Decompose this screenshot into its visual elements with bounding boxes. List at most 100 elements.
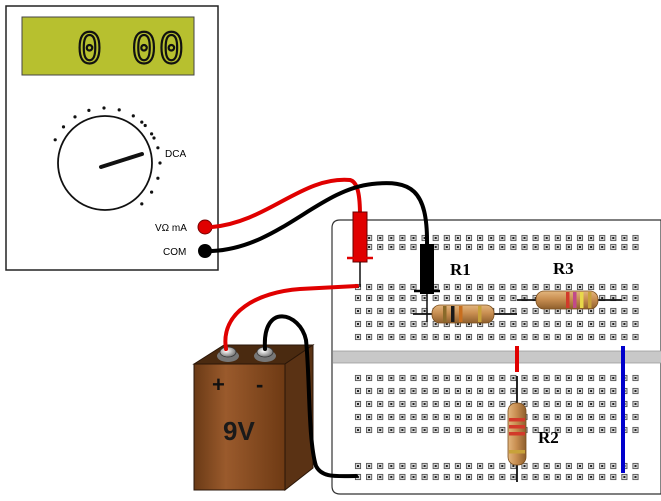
breadboard-hole-center (368, 429, 371, 431)
breadboard-hole-center (601, 286, 604, 288)
breadboard-hole-center (423, 429, 426, 431)
breadboard-hole-center (567, 465, 570, 467)
breadboard-hole-center (534, 429, 537, 431)
breadboard-hole-center (379, 286, 382, 288)
resistor-r2[interactable] (507, 376, 527, 482)
breadboard-hole-center (468, 246, 470, 248)
breadboard-hole-center (523, 336, 526, 338)
breadboard-hole-center (445, 323, 448, 325)
breadboard-hole-center (501, 310, 504, 312)
mode-label-dca: DCA (165, 149, 186, 160)
breadboard-hole-center (434, 246, 437, 248)
resistor-r2-band (509, 432, 525, 436)
breadboard-hole-center (401, 246, 404, 248)
breadboard-hole-center (545, 390, 548, 392)
resistor-r3-band (580, 292, 584, 308)
breadboard-hole-center (601, 377, 604, 379)
breadboard-hole-center (401, 377, 404, 379)
breadboard-hole-center (479, 237, 482, 239)
breadboard-hole-center (567, 416, 570, 418)
breadboard-hole-center (567, 429, 570, 431)
red-probe[interactable] (347, 211, 373, 287)
breadboard-hole-center (523, 403, 526, 405)
breadboard-hole-center (445, 476, 448, 478)
resistor-r1[interactable] (413, 304, 517, 324)
breadboard-hole-center (545, 377, 548, 379)
breadboard-hole-center (479, 416, 482, 418)
breadboard-hole-center (556, 465, 559, 467)
battery-positive-terminal[interactable] (217, 346, 239, 362)
jack-positive[interactable] (197, 219, 213, 235)
breadboard-hole-center (479, 323, 482, 325)
breadboard-hole-center (567, 336, 570, 338)
red-probe-handle (352, 211, 368, 263)
breadboard-hole-center (590, 323, 593, 325)
battery-positive-wire (223, 284, 359, 351)
resistor-r2-band (509, 450, 525, 454)
breadboard-hole-center (456, 323, 459, 325)
breadboard-hole-center (556, 429, 559, 431)
breadboard-hole-center (479, 336, 482, 338)
breadboard-hole-center (412, 237, 415, 239)
breadboard-hole-center (556, 237, 559, 239)
breadboard-hole-center (412, 336, 415, 338)
breadboard-hole-center (634, 246, 637, 248)
breadboard-hole-center (501, 403, 504, 405)
dial-tick (53, 138, 57, 142)
breadboard-hole-center (579, 246, 581, 248)
black-probe[interactable] (414, 244, 440, 322)
breadboard-hole-center (390, 237, 393, 239)
breadboard-hole-center (434, 336, 437, 338)
breadboard-hole-center (423, 476, 426, 478)
breadboard-hole-center (357, 416, 359, 418)
breadboard-hole-center (590, 310, 593, 312)
breadboard-hole-center (501, 297, 504, 299)
breadboard-hole-center (379, 465, 382, 467)
black-probe-handle (420, 244, 434, 294)
dial-tick (140, 202, 144, 206)
breadboard-hole-center (534, 416, 537, 418)
breadboard-hole-center (612, 390, 615, 392)
dial-tick (73, 115, 77, 119)
breadboard-hole-center (401, 237, 404, 239)
breadboard-hole-center (623, 323, 626, 325)
breadboard-hole-center (379, 429, 382, 431)
breadboard-hole-center (468, 476, 470, 478)
breadboard-hole-center (490, 390, 493, 392)
breadboard-hole-center (412, 465, 415, 467)
jack-common[interactable] (198, 244, 212, 258)
breadboard-hole-center (390, 476, 393, 478)
red-probe-lead (210, 177, 362, 229)
breadboard-hole-center (412, 310, 415, 312)
breadboard-hole-center (534, 377, 537, 379)
breadboard-hole-center (456, 246, 459, 248)
battery-9v[interactable]: + - 9V (192, 344, 315, 492)
breadboard-hole-center (357, 310, 359, 312)
breadboard-hole-center (390, 336, 393, 338)
breadboard-hole-center (445, 416, 448, 418)
breadboard-hole-center (612, 416, 615, 418)
breadboard-hole-center (612, 476, 615, 478)
breadboard-hole-center (423, 416, 426, 418)
breadboard-hole-center (434, 429, 437, 431)
breadboard-hole-center (468, 237, 470, 239)
breadboard-hole-center (479, 377, 482, 379)
lcd-display (21, 16, 195, 76)
breadboard-hole-center (357, 476, 359, 478)
breadboard-hole-center (567, 310, 570, 312)
breadboard-hole-center (401, 297, 404, 299)
resistor-r3-label: R3 (553, 259, 574, 278)
breadboard-hole-center (390, 323, 393, 325)
breadboard-hole-center (579, 390, 581, 392)
dial-knob[interactable] (57, 115, 153, 211)
breadboard-hole-center (612, 323, 615, 325)
battery-voltage-label: 9V (223, 416, 255, 446)
resistor-r3[interactable] (517, 290, 622, 310)
breadboard-hole-center (634, 286, 637, 288)
selector-dial[interactable] (53, 106, 162, 211)
breadboard-hole-center (368, 403, 371, 405)
breadboard-hole-center (423, 377, 426, 379)
breadboard-hole-center (523, 476, 526, 478)
breadboard-hole-center (445, 297, 448, 299)
breadboard-holes (354, 234, 639, 481)
